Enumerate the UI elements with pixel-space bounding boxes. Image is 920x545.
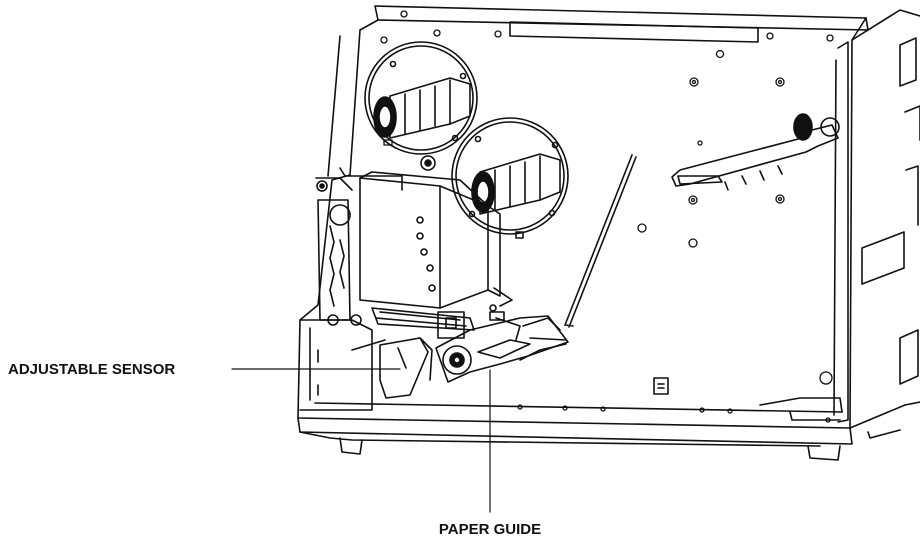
paper-guide-assembly [435, 311, 569, 383]
ribbon-supply-spindle [364, 41, 478, 171]
ribbon-rewind-spindle [451, 117, 569, 239]
print-head-assembly [315, 167, 513, 339]
frame-holes [380, 10, 834, 423]
printer-frame [297, 5, 920, 461]
adjustable-sensor [299, 319, 433, 411]
floor-bracket [653, 377, 669, 395]
adjustable-sensor-label: ADJUSTABLE SENSOR [8, 361, 175, 378]
media-supply-hanger [564, 113, 840, 328]
paper-guide-label: PAPER GUIDE [439, 521, 541, 538]
leader-lines [231, 368, 491, 513]
